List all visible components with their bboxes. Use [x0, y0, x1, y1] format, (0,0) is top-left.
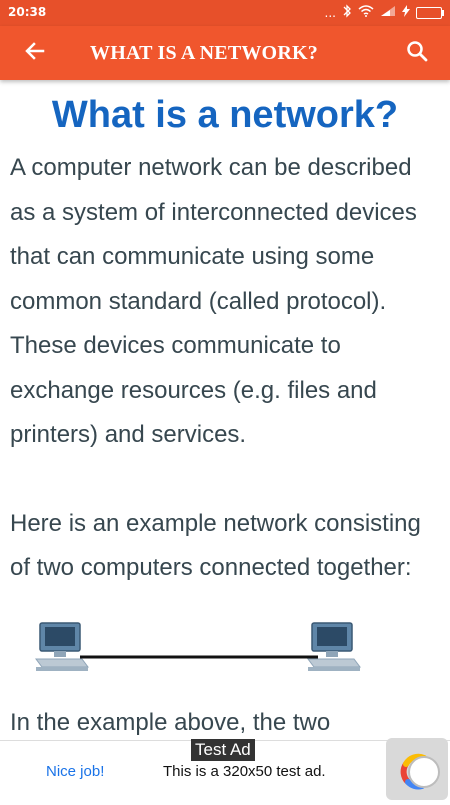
search-button[interactable] — [402, 38, 432, 68]
article-paragraph: A computer network can be described as a… — [10, 154, 417, 448]
search-icon — [405, 39, 429, 68]
article-paragraph: In the example above, the two — [10, 708, 331, 736]
app-bar-title: WHAT IS A NETWORK? — [90, 42, 318, 64]
status-indicators: ... — [324, 5, 336, 20]
status-time: 20:38 — [8, 5, 47, 19]
computer-icon — [307, 621, 361, 671]
status-bar: 20:38 ... — [0, 0, 450, 26]
page-title: What is a network? — [51, 94, 399, 136]
ad-text: This is a 320x50 test ad. — [163, 763, 326, 780]
bluetooth-icon — [342, 4, 352, 21]
ad-banner[interactable]: Test Ad Nice job! This is a 320x50 test … — [0, 738, 450, 801]
computer-icon — [35, 621, 89, 671]
ad-label: Test Ad — [191, 739, 255, 761]
back-button[interactable] — [20, 38, 50, 68]
signal-icon — [380, 5, 396, 20]
article-content[interactable]: What is a network? A computer network ca… — [0, 80, 450, 740]
status-icons: ... — [324, 4, 444, 21]
article-paragraph: Here is an example network consisting of… — [10, 509, 421, 582]
arrow-left-icon — [23, 39, 47, 68]
ad-logo-icon — [386, 753, 448, 804]
charging-icon — [402, 5, 410, 20]
network-diagram — [0, 601, 450, 691]
wifi-icon — [358, 5, 374, 20]
battery-icon — [416, 6, 444, 19]
app-bar: WHAT IS A NETWORK? — [0, 26, 450, 80]
ad-logo-box[interactable] — [386, 738, 448, 800]
ad-nice-text[interactable]: Nice job! — [46, 763, 105, 780]
